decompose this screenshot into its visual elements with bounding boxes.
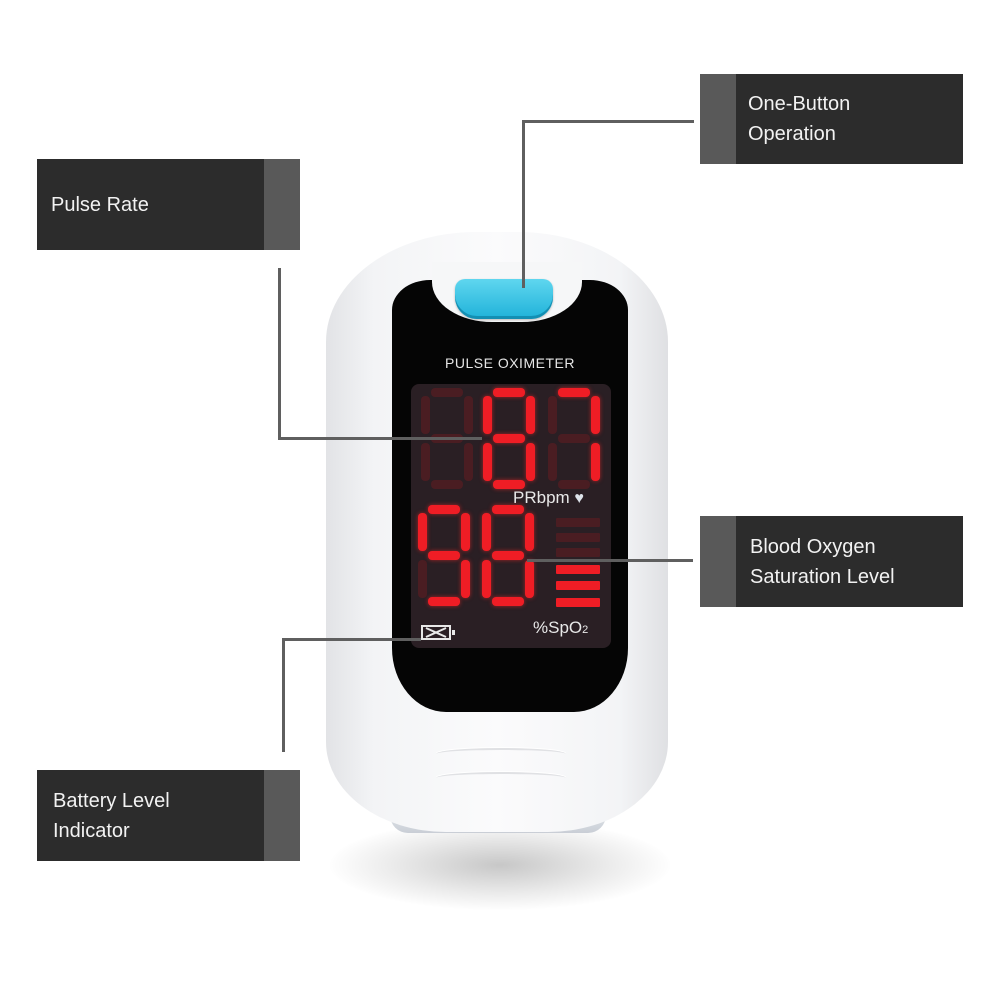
callout-label: Blood Oxygen Saturation Level xyxy=(750,535,895,588)
callout-pulse-rate: Pulse Rate xyxy=(37,159,300,250)
pulse-bar xyxy=(556,565,600,574)
leader-line-button xyxy=(522,120,525,288)
power-button[interactable] xyxy=(455,279,553,319)
callout-one-button-operation: One-Button Operation xyxy=(700,74,963,164)
leader-line-pulse-rate xyxy=(278,437,482,440)
spo2-digit-ones xyxy=(482,505,534,607)
pulse-bar xyxy=(556,581,600,590)
pulse-bar xyxy=(556,548,600,557)
device-shadow xyxy=(330,820,670,910)
grip-groove xyxy=(436,772,566,784)
grip-groove xyxy=(436,748,566,760)
leader-line-button xyxy=(522,120,694,123)
leader-line-battery xyxy=(282,638,421,641)
callout-tab xyxy=(264,770,300,861)
spo2-unit-label: %SpO2 xyxy=(533,618,589,637)
leader-line-pulse-rate xyxy=(278,268,281,440)
pulse-bar xyxy=(556,598,600,607)
callout-label: Battery Level Indicator xyxy=(53,789,170,842)
brand-label: PULSE OXIMETER xyxy=(445,355,575,371)
pulse-bar xyxy=(556,533,600,542)
pr-digit-ones xyxy=(548,388,600,490)
callout-tab xyxy=(700,74,736,164)
leader-line-blood-oxygen xyxy=(527,559,693,562)
heart-icon: ♥ xyxy=(574,490,584,507)
callout-tab xyxy=(700,516,736,607)
pulse-bar xyxy=(556,518,600,527)
battery-empty-icon xyxy=(421,625,455,640)
pr-unit-label: PRbpm ♥ xyxy=(513,488,584,507)
callout-blood-oxygen: Blood Oxygen Saturation Level xyxy=(700,516,963,607)
callout-battery-level: Battery Level Indicator xyxy=(37,770,300,861)
spo2-digit-tens xyxy=(418,505,470,607)
callout-label: One-Button Operation xyxy=(748,93,851,145)
leader-line-battery xyxy=(282,638,285,752)
callout-tab xyxy=(264,159,300,250)
pr-digit-tens xyxy=(483,388,535,490)
callout-label: Pulse Rate xyxy=(51,193,149,216)
